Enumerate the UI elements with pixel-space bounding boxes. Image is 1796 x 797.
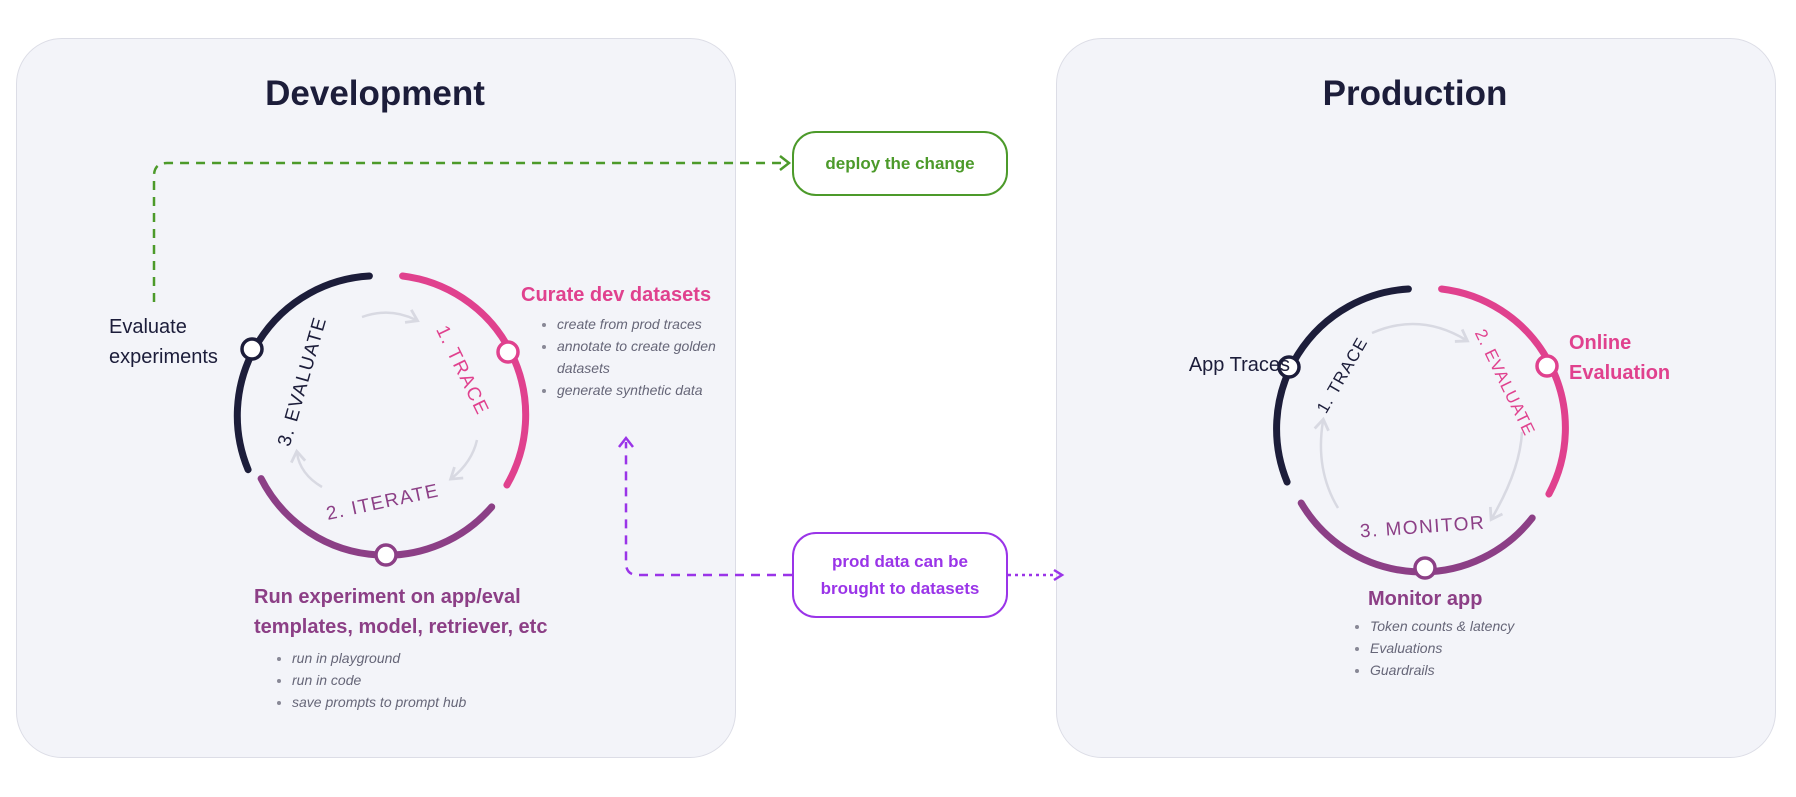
- dev-cycle-label-evaluate: 3. EVALUATE: [274, 314, 331, 449]
- prod-data-arrowhead: [618, 435, 634, 448]
- prod-data-connector: [624, 442, 792, 577]
- deploy-connector: [152, 161, 782, 302]
- monitor-bullet: Evaluations: [1370, 637, 1590, 659]
- prod-node-evaluate: [1535, 354, 1559, 378]
- prod-data-source-arrow: [1053, 568, 1065, 582]
- development-title: Development: [265, 74, 485, 113]
- monitor-app-title: Monitor app: [1368, 588, 1483, 610]
- app-traces-label: App Traces: [1188, 354, 1290, 376]
- run-experiment-title: Run experiment on app/eval templates, mo…: [254, 586, 548, 638]
- production-title: Production: [1322, 74, 1508, 113]
- run-experiment-bullet: save prompts to prompt hub: [292, 691, 552, 713]
- deploy-arrowhead: [779, 155, 792, 171]
- deploy-callout: deploy the change: [792, 131, 1008, 196]
- curate-bullet: annotate to create golden datasets: [557, 335, 757, 379]
- run-experiment-bullet: run in playground: [292, 647, 552, 669]
- monitor-app-list: Token counts & latency Evaluations Guard…: [1354, 615, 1590, 681]
- dev-arc-iterate: [257, 475, 496, 559]
- curate-datasets-title: Curate dev datasets: [521, 284, 712, 306]
- curate-bullet: generate synthetic data: [557, 379, 757, 401]
- run-experiment-bullet: run in code: [292, 669, 552, 691]
- prod-cycle-label-monitor: 3. MONITOR: [1359, 513, 1486, 543]
- development-panel: [16, 38, 736, 758]
- dev-inner-arrow-right: [448, 439, 479, 481]
- run-experiment-list: run in playground run in code save promp…: [276, 647, 552, 713]
- monitor-bullet: Guardrails: [1370, 659, 1590, 681]
- dev-cycle-label-iterate: 2. ITERATE: [324, 480, 441, 524]
- prod-cycle-label-evaluate: 2. EVALUATE: [1471, 326, 1539, 439]
- prod-cycle-label-trace: 1. TRACE: [1313, 334, 1372, 416]
- monitor-bullet: Token counts & latency: [1370, 615, 1590, 637]
- production-panel: [1056, 38, 1776, 758]
- dev-inner-arrow-top: [361, 309, 420, 324]
- prod-arc-trace: [1273, 285, 1412, 486]
- prod-node-trace: [1277, 355, 1301, 379]
- prod-inner-arrow-top: [1371, 322, 1470, 343]
- prod-node-monitor: [1413, 556, 1437, 580]
- prod-arc-monitor: [1297, 499, 1536, 576]
- prod-inner-arrow-left: [1313, 416, 1340, 509]
- curate-bullet: create from prod traces: [557, 313, 757, 335]
- curate-datasets-list: create from prod traces annotate to crea…: [541, 313, 757, 401]
- prod-data-callout: prod data can be brought to datasets: [792, 532, 1008, 618]
- prod-inner-arrow-right: [1488, 431, 1524, 522]
- dev-node-evaluate: [240, 337, 264, 361]
- dev-cycle-label-trace: 1. TRACE: [431, 322, 492, 419]
- online-evaluation-label: Online Evaluation: [1569, 332, 1671, 384]
- dev-node-iterate: [374, 543, 398, 567]
- dev-node-trace: [496, 340, 520, 364]
- evaluate-experiments-label: Evaluate experiments: [109, 316, 218, 368]
- dev-inner-arrow-left: [290, 448, 323, 489]
